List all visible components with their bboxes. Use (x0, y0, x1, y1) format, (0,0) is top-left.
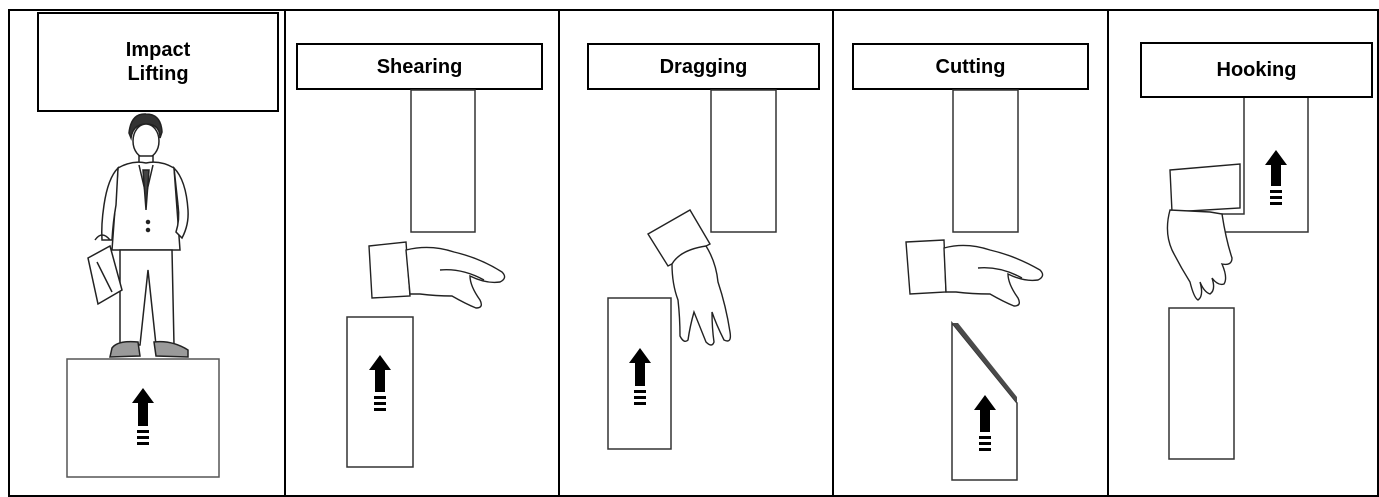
up-arrow-icon (1265, 150, 1287, 205)
lower-bar (1169, 308, 1234, 459)
